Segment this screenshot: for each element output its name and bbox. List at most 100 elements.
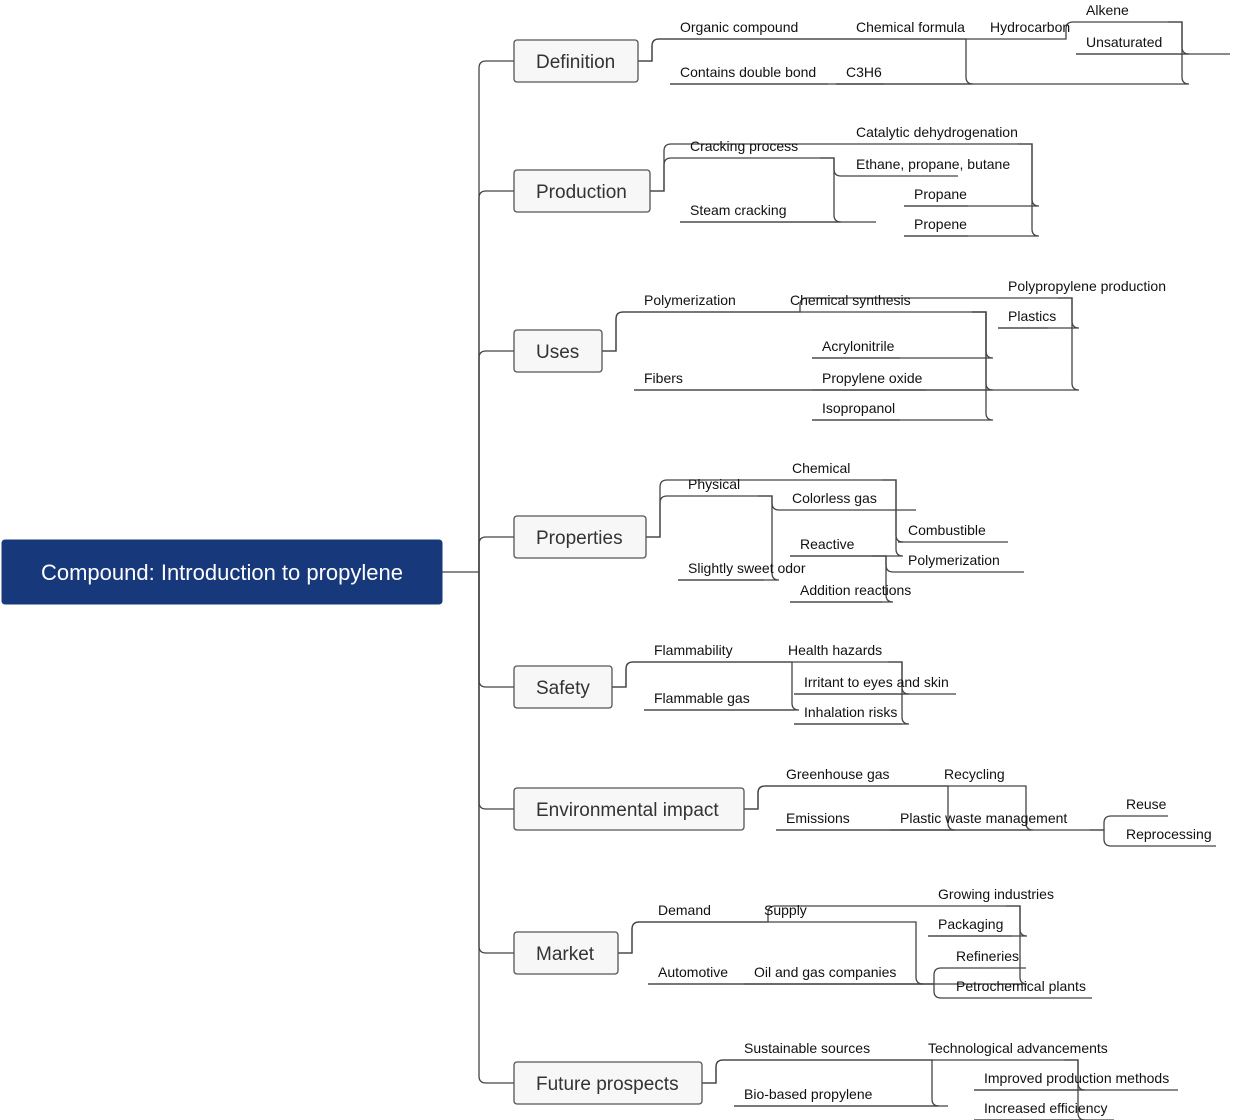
- topic-reprocessing[interactable]: Reprocessing: [1126, 826, 1212, 842]
- connector-branch-market: [478, 572, 514, 954]
- root-node[interactable]: [1, 539, 443, 605]
- branch-label: Production: [536, 182, 627, 203]
- topic-ethane-propane-butane[interactable]: Ethane, propane, butane: [856, 156, 1010, 172]
- topic-recycling[interactable]: Recycling: [944, 766, 1005, 782]
- topic-polypropylene-production[interactable]: Polypropylene production: [1008, 278, 1166, 294]
- topic-slightly-sweet-odor[interactable]: Slightly sweet odor: [688, 560, 806, 576]
- topic-oil-and-gas-companies[interactable]: Oil and gas companies: [754, 964, 896, 980]
- connector-polymerization: [602, 311, 634, 352]
- connector-branch-environmental-impact: [478, 572, 514, 810]
- topic-addition-reactions[interactable]: Addition reactions: [800, 582, 911, 598]
- topic-acrylonitrile[interactable]: Acrylonitrile: [822, 338, 895, 354]
- branch-environmental-impact[interactable]: [513, 787, 745, 831]
- topic-fibers[interactable]: Fibers: [644, 370, 683, 386]
- topic-flammability[interactable]: Flammability: [654, 642, 733, 658]
- topic-polymerization[interactable]: Polymerization: [908, 552, 1000, 568]
- topic-steam-cracking[interactable]: Steam cracking: [690, 202, 786, 218]
- topic-emissions[interactable]: Emissions: [786, 810, 850, 826]
- branch-production[interactable]: [513, 169, 651, 213]
- topic-demand[interactable]: Demand: [658, 902, 711, 918]
- branch-label: Future prospects: [536, 1074, 679, 1095]
- topic-propylene-oxide[interactable]: Propylene oxide: [822, 370, 923, 386]
- connector-organic-compound: [638, 38, 670, 62]
- topic-flammable-gas[interactable]: Flammable gas: [654, 690, 750, 706]
- topic-improved-production-methods[interactable]: Improved production methods: [984, 1070, 1169, 1086]
- connector-growing-industries: [754, 905, 928, 923]
- connector-isopropanol: [812, 311, 994, 421]
- branch-market[interactable]: [513, 931, 619, 975]
- topic-plastic-waste-management[interactable]: Plastic waste management: [900, 810, 1067, 826]
- topic-propene[interactable]: Propene: [914, 216, 967, 232]
- branch-safety[interactable]: [513, 665, 613, 709]
- connector-branch-safety: [478, 572, 514, 688]
- topic-growing-industries[interactable]: Growing industries: [938, 886, 1054, 902]
- root-title: Compound: Introduction to propylene: [41, 560, 403, 585]
- connector-demand: [618, 921, 648, 954]
- topic-catalytic-dehydrogenation[interactable]: Catalytic dehydrogenation: [856, 124, 1018, 140]
- topic-technological-advancements[interactable]: Technological advancements: [928, 1040, 1108, 1056]
- topic-petrochemical-plants[interactable]: Petrochemical plants: [956, 978, 1086, 994]
- connector-petrochemical-plants: [920, 983, 946, 999]
- topic-supply[interactable]: Supply: [764, 902, 807, 918]
- branch-label: Market: [536, 944, 595, 965]
- branch-label: Uses: [536, 342, 579, 363]
- topic-irritant-to-eyes-and-skin[interactable]: Irritant to eyes and skin: [804, 674, 949, 690]
- topic-c3h6[interactable]: C3H6: [846, 64, 882, 80]
- topic-chemical-formula[interactable]: Chemical formula: [856, 19, 965, 35]
- topic-colorless-gas[interactable]: Colorless gas: [792, 490, 877, 506]
- connector-polymerization: [872, 555, 898, 573]
- topic-plastics[interactable]: Plastics: [1008, 308, 1056, 324]
- connector-reprocessing: [1090, 829, 1116, 847]
- connector-reactive: [790, 479, 904, 557]
- topic-combustible[interactable]: Combustible: [908, 522, 986, 538]
- connector-health-hazards: [612, 661, 778, 688]
- topic-reactive[interactable]: Reactive: [800, 536, 855, 552]
- connector-slightly-sweet-odor: [678, 495, 780, 581]
- topic-increased-efficiency[interactable]: Increased efficiency: [984, 1100, 1107, 1116]
- connector-c3h6: [836, 38, 974, 85]
- topic-polymerization[interactable]: Polymerization: [644, 292, 736, 308]
- topic-hydrocarbon[interactable]: Hydrocarbon: [990, 19, 1070, 35]
- topic-reuse[interactable]: Reuse: [1126, 796, 1167, 812]
- branch-label: Definition: [536, 52, 615, 73]
- connector-addition-reactions: [790, 555, 894, 603]
- topic-propane[interactable]: Propane: [914, 186, 967, 202]
- topic-inhalation-risks[interactable]: Inhalation risks: [804, 704, 897, 720]
- branch-label: Properties: [536, 528, 623, 549]
- topic-automotive[interactable]: Automotive: [658, 964, 728, 980]
- topic-isopropanol[interactable]: Isopropanol: [822, 400, 895, 416]
- connector-recycling: [744, 785, 934, 810]
- topic-chemical[interactable]: Chemical: [792, 460, 850, 476]
- connector-alkene: [1052, 21, 1076, 40]
- connector-polypropylene-production: [786, 297, 998, 313]
- connector-chemical-synthesis: [602, 311, 780, 352]
- connector-greenhouse-gas: [744, 785, 776, 810]
- topic-unsaturated[interactable]: Unsaturated: [1086, 34, 1162, 50]
- connector-flammable-gas: [644, 661, 800, 711]
- topic-refineries[interactable]: Refineries: [956, 948, 1019, 964]
- connector-supply: [618, 921, 754, 954]
- topic-greenhouse-gas[interactable]: Greenhouse gas: [786, 766, 890, 782]
- branch-future-prospects[interactable]: [513, 1061, 703, 1105]
- topic-sustainable-sources[interactable]: Sustainable sources: [744, 1040, 870, 1056]
- connector-branch-production: [478, 190, 514, 572]
- topic-packaging[interactable]: Packaging: [938, 916, 1003, 932]
- topic-organic-compound[interactable]: Organic compound: [680, 19, 798, 35]
- topic-chemical-synthesis[interactable]: Chemical synthesis: [790, 292, 911, 308]
- connector-chemical: [646, 479, 782, 538]
- topic-cracking-process[interactable]: Cracking process: [690, 138, 798, 154]
- topic-alkene[interactable]: Alkene: [1086, 2, 1129, 18]
- branch-definition[interactable]: [513, 39, 639, 83]
- branch-uses[interactable]: [513, 329, 603, 373]
- branch-properties[interactable]: [513, 515, 647, 559]
- topic-contains-double-bond[interactable]: Contains double bond: [680, 64, 816, 80]
- connector-cracking-process: [650, 157, 680, 192]
- topic-physical[interactable]: Physical: [688, 476, 740, 492]
- topic-health-hazards[interactable]: Health hazards: [788, 642, 882, 658]
- topic-bio-based-propylene[interactable]: Bio-based propylene: [744, 1086, 873, 1102]
- connector-contains-double-bond: [670, 21, 1190, 85]
- connector-branch-properties: [478, 536, 514, 572]
- connector-flammability: [612, 661, 644, 688]
